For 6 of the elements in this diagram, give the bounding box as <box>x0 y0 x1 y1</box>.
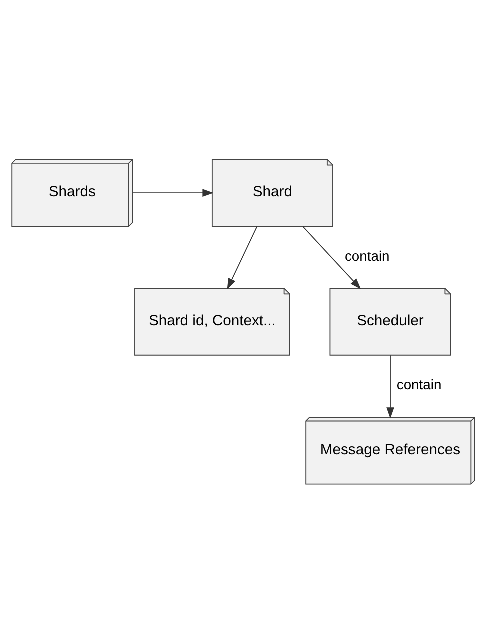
arrow <box>386 354 394 418</box>
arrow <box>132 188 214 196</box>
arrow <box>302 226 362 289</box>
edge-label: contain <box>396 376 442 392</box>
edge-label: contain <box>344 247 390 264</box>
arrow <box>227 226 258 290</box>
